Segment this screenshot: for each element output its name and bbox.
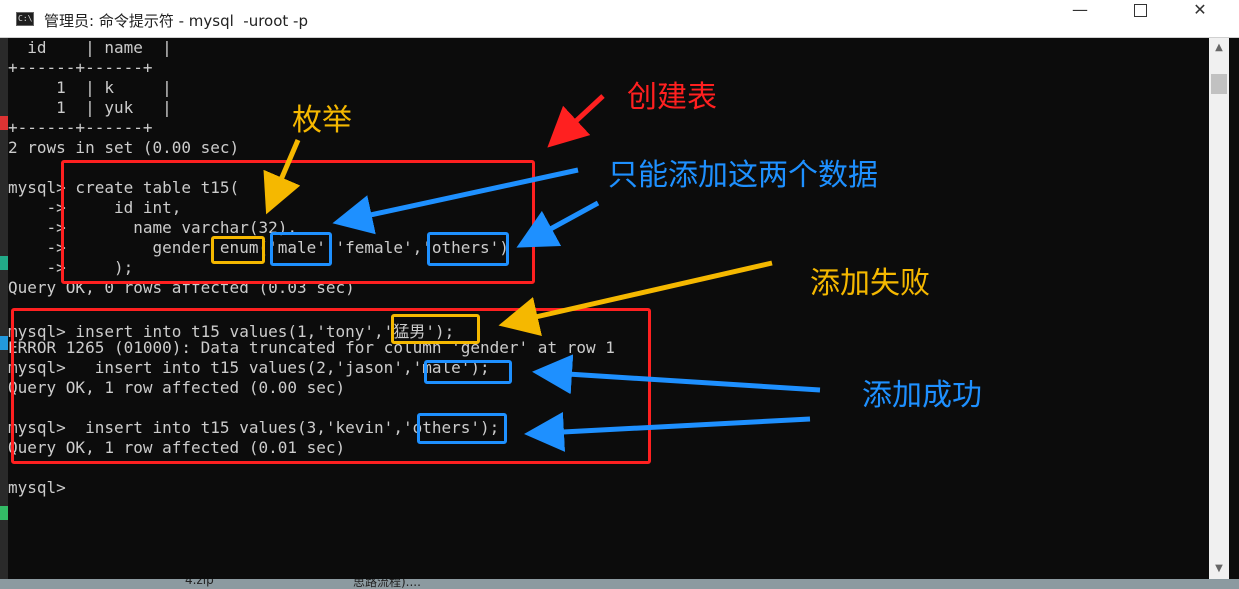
terminal-line: 1 | k |: [8, 78, 172, 97]
annotation-create-table: 创建表: [627, 80, 717, 115]
desktop-edge: [0, 38, 9, 579]
scroll-down-arrow-icon[interactable]: ▼: [1215, 563, 1223, 574]
terminal-line: mysql> create table t15(: [8, 178, 240, 197]
terminal-line: id | name |: [8, 38, 172, 57]
scroll-thumb[interactable]: [1211, 74, 1227, 94]
terminal-line: Query OK, 0 rows affected (0.03 sec): [8, 278, 355, 297]
terminal-line: ERROR 1265 (01000): Data truncated for c…: [8, 338, 615, 357]
desktop-icon-fragment: [0, 116, 9, 130]
terminal-line: -> gender enum('male','female','others'): [8, 238, 509, 257]
close-button[interactable]: ✕: [1193, 0, 1207, 19]
terminal-line: 1 | yuk |: [8, 98, 172, 117]
taskbar-item[interactable]: 思路流程)....: [353, 579, 421, 589]
annotation-only-these: 只能添加这两个数据: [608, 158, 878, 193]
desktop-icon-fragment: [0, 506, 9, 520]
cmd-app-icon: C:\: [16, 12, 34, 26]
terminal-line: +------+------+: [8, 118, 153, 137]
terminal-line: -> );: [8, 258, 134, 277]
terminal-line: -> id int,: [8, 198, 182, 217]
minimize-button[interactable]: —: [1072, 0, 1088, 19]
window-title: 管理员: 命令提示符 - mysql -uroot -p: [44, 12, 308, 30]
maximize-button[interactable]: [1117, 0, 1163, 37]
terminal-line: mysql> insert into t15 values(2,'jason',…: [8, 358, 490, 377]
taskbar-item[interactable]: 4.zip: [185, 579, 214, 587]
terminal-line: mysql> insert into t15 values(3,'kevin',…: [8, 418, 500, 437]
maximize-icon: [1133, 4, 1147, 17]
terminal-line: mysql> insert into t15 values(1,'tony','…: [8, 322, 455, 341]
desktop-icon-fragment: [0, 256, 9, 270]
vertical-scrollbar[interactable]: ▲ ▼: [1209, 38, 1229, 579]
annotation-enum: 枚举: [292, 103, 352, 138]
title-bar[interactable]: C:\ 管理员: 命令提示符 - mysql -uroot -p — ✕: [0, 0, 1239, 38]
desktop-icon-fragment: [0, 336, 9, 350]
terminal-line: +------+------+: [8, 58, 153, 77]
terminal-output[interactable]: id | name | +------+------+ 1 | k | 1 | …: [8, 38, 1208, 579]
annotation-insert-success: 添加成功: [862, 378, 982, 413]
scroll-up-arrow-icon[interactable]: ▲: [1215, 42, 1223, 53]
terminal-line: -> name varchar(32),: [8, 218, 297, 237]
terminal-prompt[interactable]: mysql>: [8, 478, 66, 497]
taskbar-strip: 4.zip 思路流程)....: [0, 579, 1239, 589]
annotation-insert-fail: 添加失败: [810, 266, 930, 301]
terminal-line: Query OK, 1 row affected (0.01 sec): [8, 438, 346, 457]
terminal-line: 2 rows in set (0.00 sec): [8, 138, 240, 157]
terminal-line: Query OK, 1 row affected (0.00 sec): [8, 378, 346, 397]
